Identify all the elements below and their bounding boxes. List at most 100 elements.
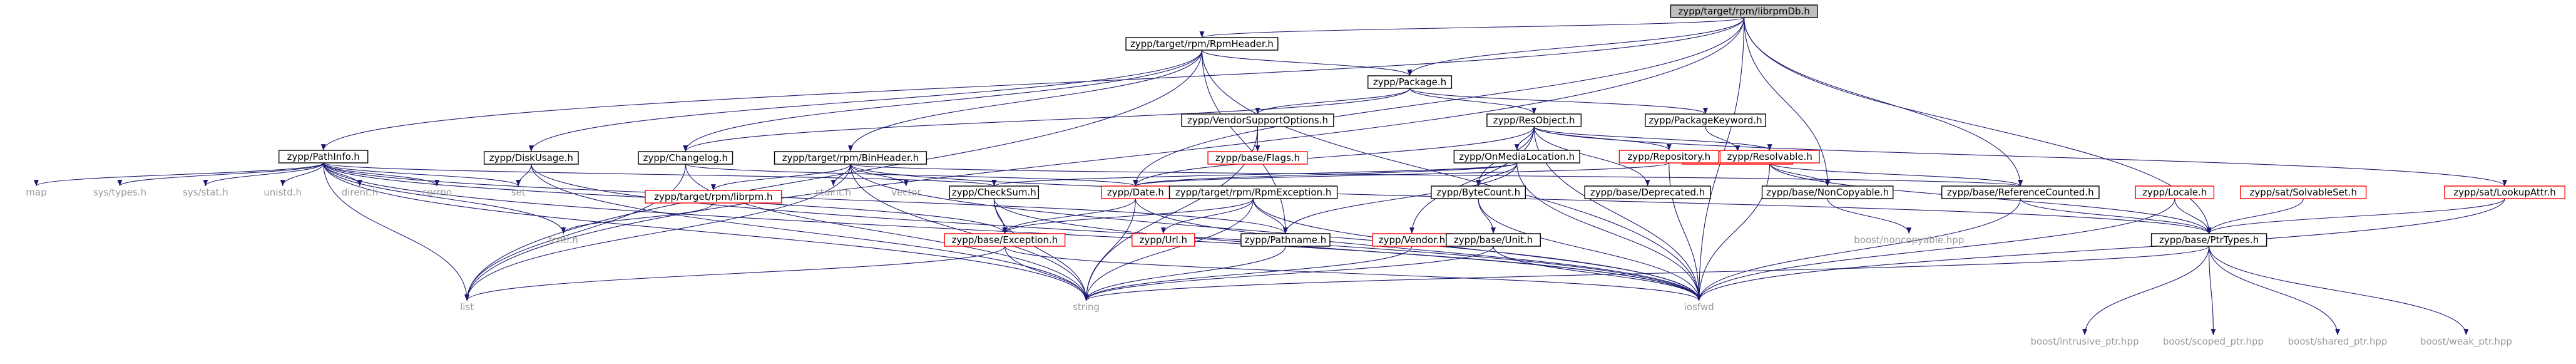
include-edge — [1083, 246, 1286, 301]
node-bexc[interactable]: zypp/base/Exception.h — [944, 233, 1066, 247]
node-label: zypp/CheckSum.h — [952, 187, 1036, 198]
edge-pinfo-to-pathn — [323, 162, 1288, 234]
node-label: zypp/Changelog.h — [643, 152, 728, 164]
include-edge — [683, 49, 1202, 152]
node-label: zypp/base/Flags.h — [1215, 152, 1300, 164]
include-edge — [464, 49, 1202, 301]
node-bip: boost/intrusive_ptr.hpp — [2031, 336, 2139, 348]
include-edge — [850, 164, 1089, 301]
edge-pkg-to-pkw — [1409, 88, 1708, 115]
node-url[interactable]: zypp/Url.h — [1132, 233, 1195, 247]
include-edge — [323, 162, 521, 187]
edge-repo-to-date — [1133, 162, 1670, 187]
edge-binhdr-to-refcnt — [850, 164, 2023, 187]
edge-onmed-to-iosfwd — [1516, 162, 1702, 301]
node-repo[interactable]: zypp/Repository.h — [1618, 150, 1719, 164]
undocumented-file-box — [944, 233, 1066, 247]
file-box — [2150, 233, 2267, 247]
file-box — [1670, 4, 1818, 18]
edge-pkg-to-resobj — [1409, 88, 1536, 115]
node-label: boost/shared_ptr.hpp — [2288, 336, 2388, 348]
node-ptrt[interactable]: zypp/base/PtrTypes.h — [2150, 233, 2267, 247]
node-flags[interactable]: zypp/base/Flags.h — [1207, 151, 1308, 165]
node-label: zypp/Url.h — [1140, 234, 1187, 246]
include-edge — [2206, 198, 2304, 234]
node-onmed[interactable]: zypp/OnMediaLocation.h — [1453, 150, 1580, 164]
edge-ptrt-to-bip — [2082, 246, 2210, 336]
file-box — [1181, 113, 1334, 127]
node-vso[interactable]: zypp/VendorSupportOptions.h — [1181, 113, 1334, 127]
node-resolv[interactable]: zypp/Resolvable.h — [1719, 150, 1820, 164]
node-rpmexc[interactable]: zypp/target/rpm/RpmException.h — [1168, 185, 1338, 199]
include-edge — [1769, 162, 1831, 187]
node-list: list — [460, 301, 474, 313]
edge-lookup-to-iosfwd — [1696, 198, 2505, 301]
node-bunit[interactable]: zypp/base/Unit.h — [1446, 233, 1541, 247]
node-noncp[interactable]: zypp/base/NonCopyable.h — [1761, 185, 1894, 199]
node-label: zypp/VendorSupportOptions.h — [1187, 115, 1328, 126]
file-box — [1645, 113, 1766, 127]
node-rpmhdr[interactable]: zypp/target/rpm/RpmHeader.h — [1125, 37, 1279, 51]
node-date[interactable]: zypp/Date.h — [1101, 185, 1170, 199]
include-edge — [2082, 246, 2210, 336]
file-box — [1125, 37, 1279, 51]
include-edge — [464, 164, 851, 301]
node-resobj[interactable]: zypp/ResObject.h — [1486, 113, 1582, 127]
node-lookup[interactable]: zypp/sat/LookupAttr.h — [2444, 185, 2565, 199]
edge-rpmexc-to-pathn — [1253, 198, 1288, 234]
node-solvat[interactable]: zypp/sat/SolvableSet.h — [2240, 185, 2367, 199]
node-locale[interactable]: zypp/Locale.h — [2135, 185, 2215, 199]
node-pkg[interactable]: zypp/Package.h — [1367, 75, 1453, 89]
edge-pinfo-to-dirent — [323, 162, 362, 187]
node-refcnt[interactable]: zypp/base/ReferenceCounted.h — [1941, 185, 2100, 199]
include-edge — [2020, 198, 2212, 234]
include-edge — [1493, 246, 1702, 301]
undocumented-file-box — [1719, 150, 1820, 164]
include-edge — [1133, 162, 1670, 187]
file-box — [638, 151, 733, 165]
node-pathn[interactable]: zypp/Pathname.h — [1240, 233, 1331, 247]
edge-solvat-to-ptrt — [2206, 198, 2304, 234]
include-edge — [2206, 198, 2505, 234]
include-edge — [1253, 198, 1288, 234]
include-edge — [1744, 17, 2212, 234]
edge-refcnt-to-ptrt — [2020, 198, 2212, 234]
node-label: boost/scoped_ptr.hpp — [2163, 336, 2264, 348]
node-cksum[interactable]: zypp/CheckSum.h — [949, 185, 1040, 199]
edge-rpmexc-to-url — [1160, 198, 1254, 234]
node-disku[interactable]: zypp/DiskUsage.h — [483, 151, 579, 165]
include-edge — [1255, 88, 1411, 115]
undocumented-file-box — [2240, 185, 2367, 199]
include-edge — [685, 164, 1138, 187]
node-label: zypp/target/rpm/BinHeader.h — [782, 152, 919, 164]
edge-cksum-to-string — [993, 198, 1089, 301]
node-label: zypp/base/Deprecated.h — [1590, 187, 1705, 198]
node-label: zypp/base/ReferenceCounted.h — [1947, 187, 2094, 198]
edge-rpmhdr-to-chlog — [683, 49, 1202, 152]
node-pinfo[interactable]: zypp/PathInfo.h — [279, 150, 369, 164]
node-bytec[interactable]: zypp/ByteCount.h — [1431, 185, 1526, 199]
node-label: zypp/Pathname.h — [1245, 234, 1327, 246]
edge-root-to-list — [464, 17, 1745, 301]
include-edge — [850, 164, 909, 187]
node-label: cerrno — [422, 187, 452, 198]
node-librpm[interactable]: zypp/target/rpm/librpm.h — [645, 190, 782, 204]
node-binhdr[interactable]: zypp/target/rpm/BinHeader.h — [774, 151, 928, 165]
include-edge — [683, 88, 1411, 152]
file-box — [1168, 185, 1338, 199]
node-label: zypp/base/Exception.h — [952, 234, 1058, 246]
file-box — [1486, 113, 1582, 127]
include-edge — [850, 164, 2023, 187]
node-deprec[interactable]: zypp/base/Deprecated.h — [1584, 185, 1711, 199]
edge-date-to-string — [1083, 198, 1136, 301]
include-edge — [1769, 162, 2023, 187]
node-chlog[interactable]: zypp/Changelog.h — [638, 151, 733, 165]
node-vendor[interactable]: zypp/Vendor.h — [1372, 233, 1452, 247]
edge-locale-to-iosfwd — [1696, 198, 2175, 301]
edge-bytec-to-iosfwd — [1478, 198, 1702, 301]
include-edge — [1696, 198, 2175, 301]
node-pkw[interactable]: zypp/PackageKeyword.h — [1645, 113, 1766, 127]
include-edge — [516, 164, 532, 187]
include-edge — [528, 49, 1202, 152]
node-root[interactable]: zypp/target/rpm/librpmDb.h — [1670, 4, 1818, 18]
